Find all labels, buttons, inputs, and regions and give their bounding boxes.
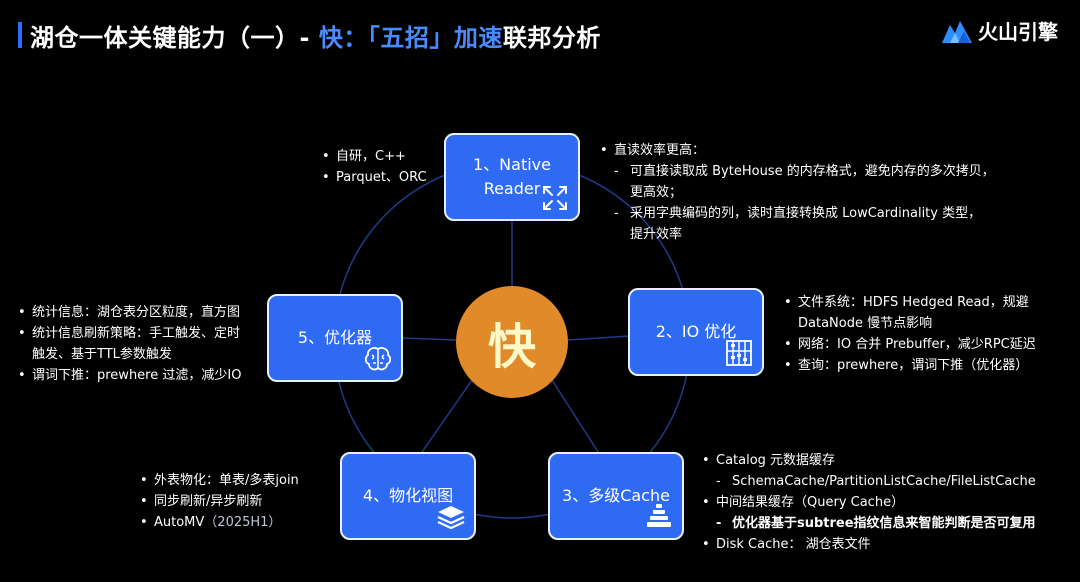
- list-item: 统计信息：湖仓表分区粒度，直方图: [18, 302, 241, 323]
- title-highlight: 快：「五招」加速: [318, 24, 503, 52]
- automv-date: （2025H1）: [204, 515, 282, 530]
- list-item: Parquet、ORC: [322, 167, 427, 188]
- annotation-native-reader-right: 直读效率更高： 可直接读取成 ByteHouse 的内存格式，避免内存的多次拷贝…: [600, 140, 995, 245]
- stack-tiers-icon: [647, 504, 671, 527]
- node-label: 5、优化器: [297, 328, 373, 347]
- node-materialized-view: 4、物化视图: [340, 452, 476, 540]
- annotation-native-reader-left: 自研，C++ Parquet、ORC: [322, 146, 427, 188]
- list-item: 文件系统：HDFS Hedged Read，规避: [784, 292, 1036, 313]
- annotation-optimizer: 统计信息：湖仓表分区粒度，直方图 统计信息刷新策略：手工触发、定时 触发、基于T…: [18, 302, 241, 386]
- node-optimizer: 5、优化器: [267, 294, 403, 382]
- page-title: 湖仓一体关键能力（一）- 快：「五招」加速联邦分析: [30, 24, 601, 52]
- list-item: Catalog 元数据缓存: [702, 450, 1036, 471]
- sub-item-continuation: 更高效；: [630, 185, 683, 200]
- node-label: 2、IO 优化: [655, 322, 737, 341]
- annotation-io-optimization: 文件系统：HDFS Hedged Read，规避 DataNode 慢节点影响 …: [784, 292, 1036, 376]
- annotation-multilevel-cache: Catalog 元数据缓存 SchemaCache/PartitionListC…: [702, 450, 1036, 555]
- list-item: 网络：IO 合并 Prebuffer，减少RPC延迟: [784, 334, 1036, 355]
- list-item: 谓词下推：prewhere 过滤，减少IO: [18, 365, 241, 386]
- brand-logo: 火山引擎: [942, 16, 1058, 45]
- list-item-continuation: DataNode 慢节点影响: [798, 316, 933, 331]
- abacus-icon: [726, 340, 752, 366]
- sub-item: SchemaCache/PartitionListCache/FileListC…: [702, 471, 1036, 492]
- list-item: 同步刷新/异步刷新: [140, 491, 299, 512]
- list-item: 自研，C++: [322, 146, 427, 167]
- node-multilevel-cache: 3、多级Cache: [548, 452, 684, 540]
- sub-item: 可直接读取成 ByteHouse 的内存格式，避免内存的多次拷贝，: [600, 161, 995, 182]
- close-x-icon: [543, 186, 567, 210]
- node-label: 3、多级Cache: [562, 486, 670, 505]
- list-item: 直读效率更高：: [600, 140, 995, 161]
- sub-item: 采用字典编码的列，读时直接转换成 LowCardinality 类型，: [600, 203, 995, 224]
- list-item: 查询：prewhere，谓词下推（优化器）: [784, 355, 1036, 376]
- node-label: 4、物化视图: [362, 486, 454, 505]
- node-io-optimization: 2、IO 优化: [628, 288, 764, 376]
- node-label: 1、Native Reader: [473, 155, 551, 198]
- logo-text: 火山引擎: [978, 20, 1058, 44]
- sub-item-continuation: 提升效率: [630, 227, 683, 242]
- list-item-continuation: 触发、基于TTL参数触发: [32, 347, 172, 362]
- list-item: 统计信息刷新策略：手工触发、定时: [18, 323, 241, 344]
- sub-item: 优化器基于subtree指纹信息来智能判断是否可复用: [702, 513, 1036, 534]
- center-label: 快: [487, 319, 536, 375]
- list-item: 中间结果缓存（Query Cache）: [702, 492, 1036, 513]
- list-item: Disk Cache： 湖仓表文件: [702, 534, 1036, 555]
- title-suffix: 联邦分析: [502, 24, 601, 52]
- volcano-logo-icon: [942, 20, 972, 43]
- center-speed-circle: 快: [456, 286, 568, 398]
- title-accent-bar: [18, 22, 22, 48]
- list-item: 外表物化：单表/多表join: [140, 470, 299, 491]
- list-item: AutoMV（2025H1）: [140, 512, 299, 533]
- node-native-reader: 1、Native Reader: [444, 133, 580, 221]
- layers-icon: [437, 506, 465, 530]
- automv-text: AutoMV: [154, 515, 205, 530]
- annotation-materialized-view: 外表物化：单表/多表join 同步刷新/异步刷新 AutoMV（2025H1）: [140, 470, 299, 533]
- brain-icon: [364, 347, 392, 371]
